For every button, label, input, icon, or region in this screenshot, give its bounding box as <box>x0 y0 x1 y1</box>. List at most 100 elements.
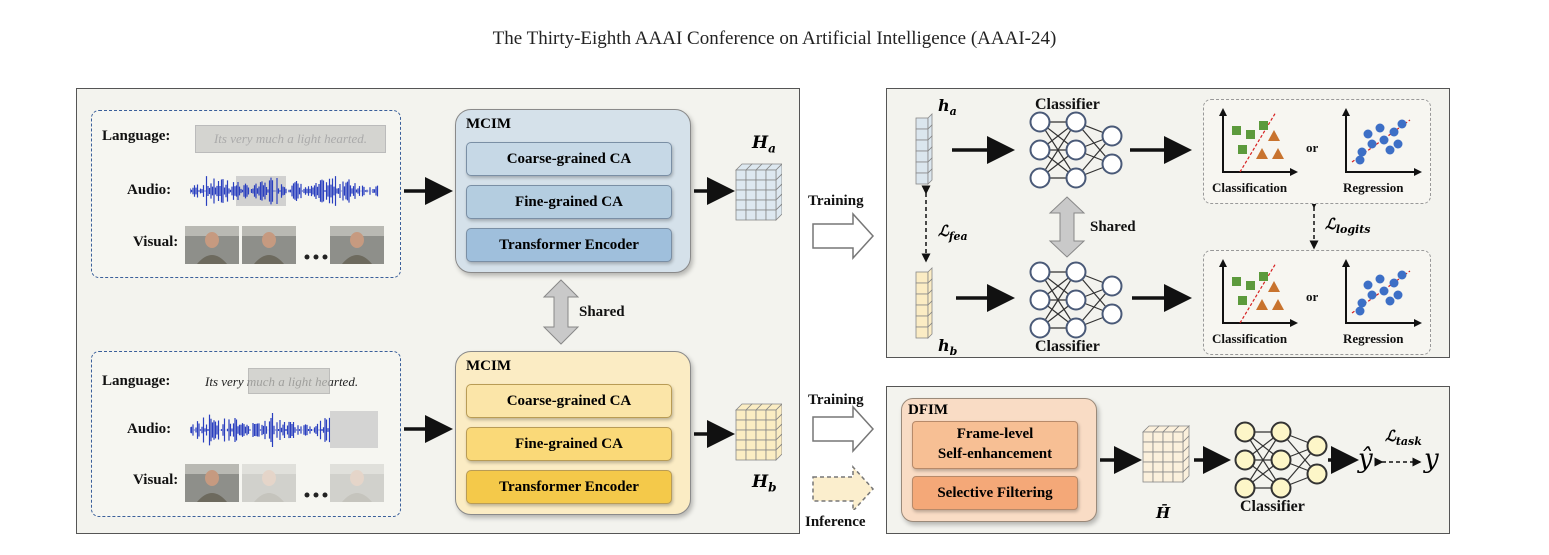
class-axes <box>1222 110 1296 173</box>
classifier-top-label: Classifier <box>1035 96 1100 113</box>
shared-label-right: Shared <box>1090 219 1136 235</box>
top-audio-label: Audio: <box>127 182 172 198</box>
frame-bg <box>242 464 296 502</box>
reg-point <box>1355 155 1365 165</box>
class-axis-arrow <box>1219 259 1227 267</box>
class-triangle <box>1268 281 1280 292</box>
face <box>205 232 219 248</box>
dfim-module: DFIM Frame-level Self-enhancement Select… <box>901 398 1097 522</box>
reg-point <box>1357 147 1367 157</box>
grid-cell <box>1142 441 1154 453</box>
class-triangle <box>1256 299 1268 310</box>
mcim-bottom-title: MCIM <box>466 358 511 374</box>
grid-cell <box>1142 451 1154 463</box>
nn-edge <box>1039 271 1077 329</box>
grid-cell <box>1152 451 1164 463</box>
or-label-top: or <box>1306 140 1319 155</box>
nn-node <box>1029 261 1051 283</box>
ellipsis-dot <box>313 254 319 260</box>
nn-node <box>1101 303 1123 325</box>
grid-cell <box>1162 431 1174 443</box>
vector-side <box>927 322 933 339</box>
nn-node <box>1306 463 1328 485</box>
mcim-top: MCIM Coarse-grained CA Fine-grained CA T… <box>455 109 691 273</box>
nn-node <box>1065 111 1087 133</box>
conference-header: The Thirty-Eighth AAAI Conference on Art… <box>492 28 1057 49</box>
shirt <box>342 493 372 502</box>
reg-point <box>1355 306 1365 316</box>
grid-cell <box>1172 451 1184 463</box>
nn-node <box>1029 111 1051 133</box>
class-triangle <box>1272 148 1284 159</box>
fine-ca-top: Fine-grained CA <box>466 185 672 219</box>
nn-node <box>1065 139 1087 161</box>
mcim-bottom: MCIM Coarse-grained CA Fine-grained CA T… <box>455 351 691 515</box>
reg-point <box>1393 290 1403 300</box>
class-triangle <box>1272 299 1284 310</box>
shirt <box>197 255 227 264</box>
grid-cell <box>1152 461 1164 473</box>
class-axis-arrow <box>1290 168 1298 176</box>
H-a-grid <box>735 163 782 221</box>
grid-cell <box>1172 431 1184 443</box>
class-axes <box>1222 261 1296 324</box>
reg-point <box>1363 280 1373 290</box>
nn-node <box>1101 125 1123 147</box>
nn-node <box>1234 449 1256 471</box>
loss-logits-label: ℒlogits <box>1325 215 1371 236</box>
nn-node <box>1029 289 1051 311</box>
video-frame <box>242 226 296 264</box>
video-frame <box>185 464 239 502</box>
class-triangle <box>1268 130 1280 141</box>
face <box>262 232 276 248</box>
nn-edge <box>1039 121 1077 179</box>
inference-label: Inference <box>805 514 866 530</box>
reg-point <box>1379 286 1389 296</box>
hbar-label: H̄ <box>1156 504 1171 522</box>
grid-cell <box>1152 431 1164 443</box>
reg-axes <box>1345 261 1420 324</box>
bottom-audio-label: Audio: <box>127 421 172 437</box>
grid-cell <box>1162 441 1174 453</box>
nn-node <box>1101 153 1123 175</box>
yhat-label: ŷ <box>1358 444 1373 474</box>
class-square <box>1238 296 1247 305</box>
frame-top <box>242 464 296 474</box>
grid-cell <box>1142 431 1154 443</box>
face <box>350 470 364 486</box>
grid-cell <box>765 209 777 221</box>
reg-point <box>1389 127 1399 137</box>
reg-point <box>1385 145 1395 155</box>
reg-point <box>1385 296 1395 306</box>
reg-point <box>1397 119 1407 129</box>
frame-top <box>330 226 384 236</box>
top-language-label: Language: <box>102 128 171 144</box>
training-label-2: Training <box>808 392 864 408</box>
reg-point <box>1367 290 1377 300</box>
grid-cell <box>1152 441 1164 453</box>
decision-boundary <box>1239 262 1277 324</box>
loss-task-label: ℒtask <box>1385 427 1422 448</box>
ellipsis-dot <box>313 492 319 498</box>
bottom-visual-label: Visual: <box>133 472 179 488</box>
reg-point <box>1375 123 1385 133</box>
classification-label-bottom: Classification <box>1212 331 1288 346</box>
frame-top <box>185 464 239 474</box>
class-triangle <box>1256 148 1268 159</box>
class-axis-arrow <box>1219 108 1227 116</box>
training-label-1: Training <box>808 193 864 209</box>
reg-point <box>1375 274 1385 284</box>
y-label: y <box>1424 444 1439 474</box>
grid-cell <box>1172 441 1184 453</box>
reg-point <box>1357 298 1367 308</box>
classification-label-top: Classification <box>1212 180 1288 195</box>
top-visual-frames <box>185 226 384 264</box>
h-a-label: ha <box>938 96 957 119</box>
nn-edge <box>1244 431 1282 489</box>
classifier-bottom-label: Classifier <box>1035 338 1100 355</box>
frame-top <box>330 464 384 474</box>
frame-level-line1: Frame-level <box>956 426 1034 442</box>
shirt <box>254 255 284 264</box>
